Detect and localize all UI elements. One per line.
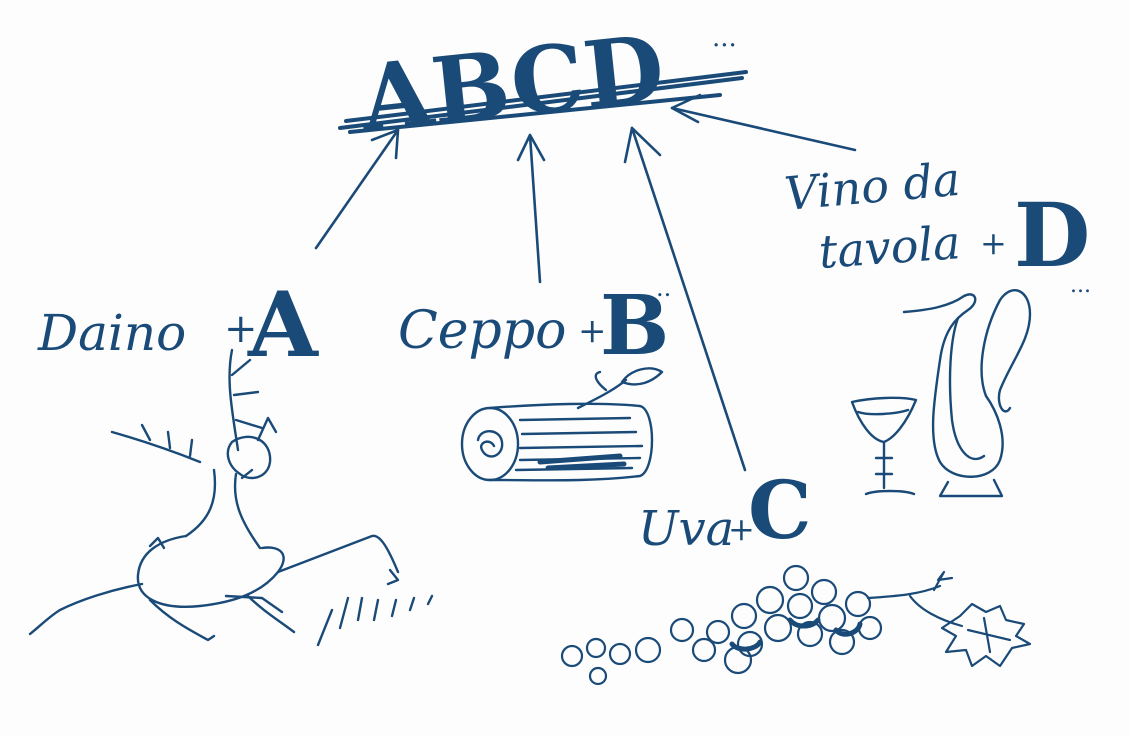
node-c-letter: C	[748, 463, 812, 557]
node-a-plus: +	[224, 306, 258, 352]
node-c: Uva + C	[560, 463, 1032, 686]
title-text: ABCD	[355, 14, 669, 153]
node-b: Ceppo + B ..	[398, 274, 671, 482]
node-b-word: Ceppo	[398, 301, 566, 361]
node-a-letter: A	[247, 272, 319, 378]
node-c-plus: +	[728, 510, 755, 548]
wine-jug-and-glass-icon	[850, 289, 1032, 498]
node-d-letter: D	[1014, 183, 1090, 287]
log-icon	[460, 367, 664, 482]
title-trailing-dots: ...	[712, 23, 737, 53]
node-d-word-line1: Vino da	[782, 152, 962, 221]
arrow-a	[314, 128, 400, 250]
node-d-plus: +	[980, 224, 1007, 262]
node-d: Vino da tavola + D ...	[782, 152, 1091, 498]
node-a-word: Daino	[37, 304, 186, 362]
node-b-letter: B	[600, 278, 669, 374]
arrows	[314, 93, 857, 472]
arrow-d	[670, 93, 857, 152]
grapes-icon	[560, 564, 1032, 686]
node-d-trailing: ...	[1070, 273, 1091, 298]
title-underline	[338, 70, 748, 134]
node-c-word: Uva	[638, 501, 734, 557]
deer-icon	[28, 348, 434, 647]
arrow-c	[623, 126, 747, 472]
arrow-b	[516, 133, 546, 284]
node-b-plus: +	[578, 311, 607, 351]
node-a: Daino + A	[28, 272, 434, 647]
node-d-word-line2: tavola	[817, 215, 962, 279]
node-b-trailing: ..	[656, 274, 671, 302]
title-group: ABCD ...	[338, 14, 748, 154]
